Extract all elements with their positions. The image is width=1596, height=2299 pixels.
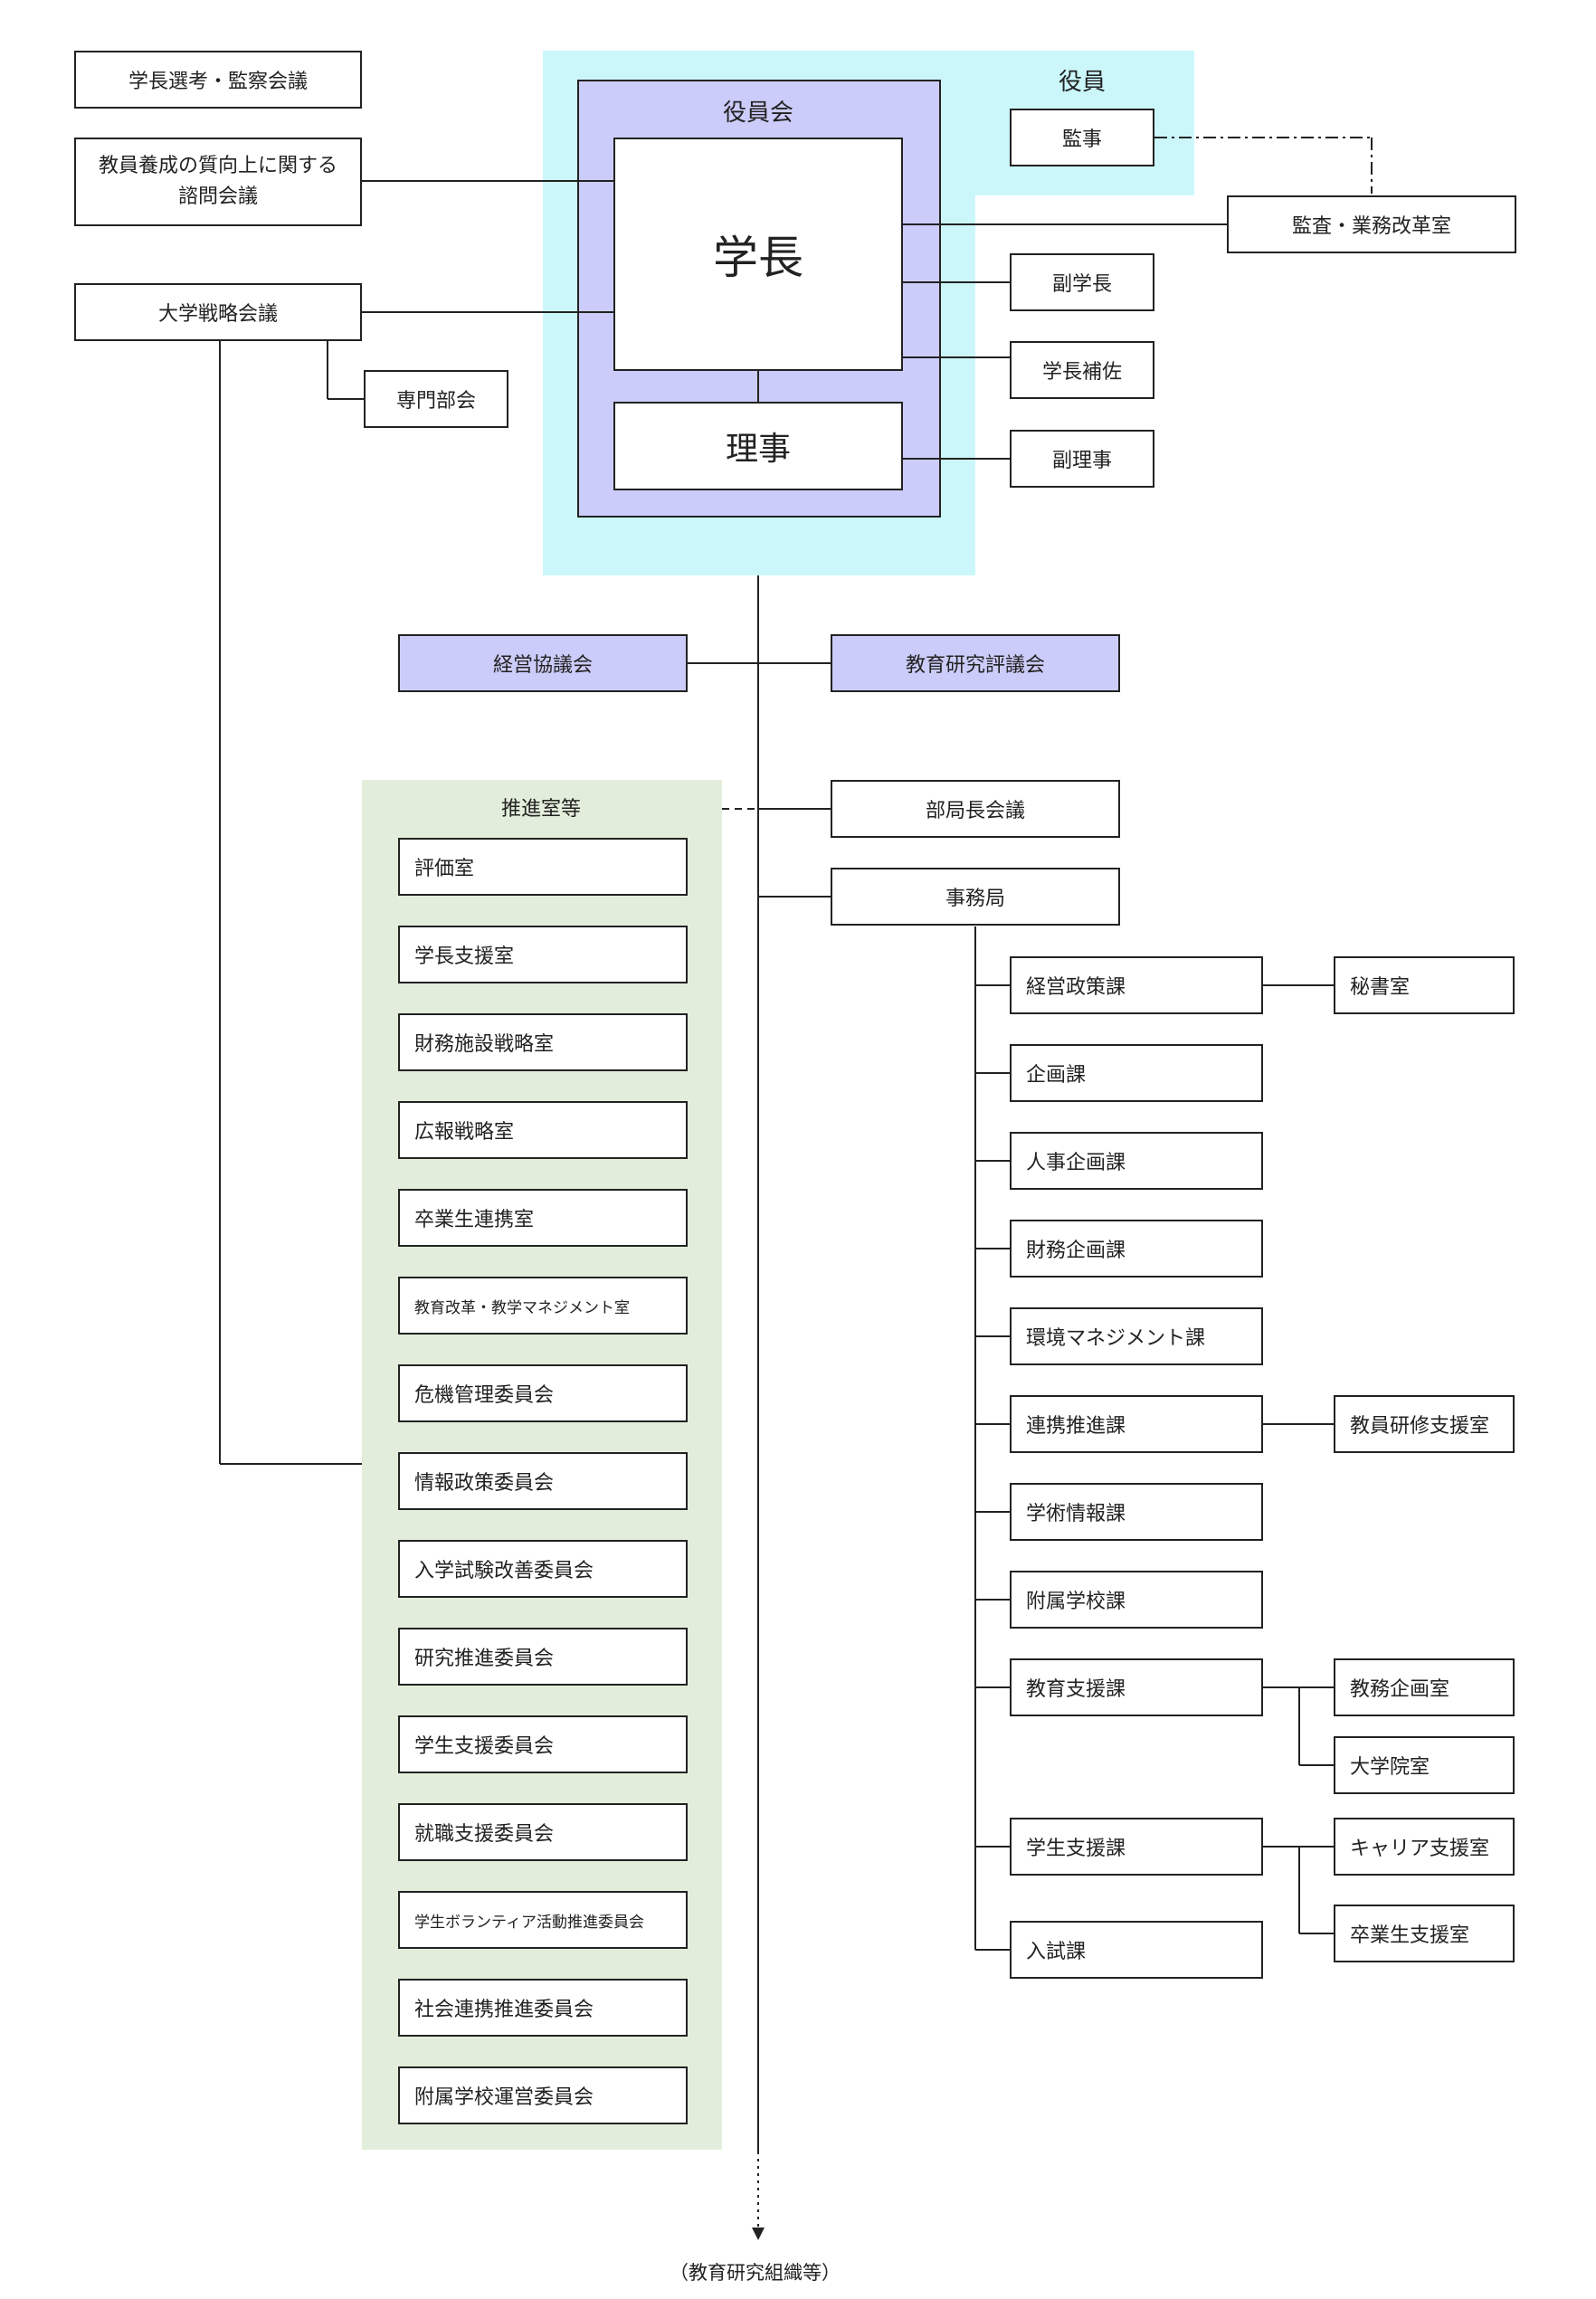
promotion-item[interactable]: 危機管理委員会	[398, 1364, 688, 1422]
division-item[interactable]: 経営政策課	[1010, 956, 1263, 1014]
division-item[interactable]: 環境マネジメント課	[1010, 1307, 1263, 1365]
promotion-item[interactable]: 学生支援委員会	[398, 1715, 688, 1773]
vice-director-box[interactable]: 副理事	[1010, 430, 1154, 488]
division-item[interactable]: 連携推進課	[1010, 1395, 1263, 1453]
career-support-office-box[interactable]: キャリア支援室	[1334, 1818, 1515, 1876]
strategy-council-box[interactable]: 大学戦略会議	[74, 283, 362, 341]
secretariat-box[interactable]: 事務局	[831, 868, 1120, 926]
promotion-item[interactable]: 評価室	[398, 838, 688, 896]
promotion-item[interactable]: 学生ボランティア活動推進委員会	[398, 1891, 688, 1949]
promotion-item[interactable]: 就職支援委員会	[398, 1803, 688, 1861]
promotion-item[interactable]: 入学試験改善委員会	[398, 1540, 688, 1598]
promotion-item[interactable]: 財務施設戦略室	[398, 1013, 688, 1071]
academic-planning-office-box[interactable]: 教務企画室	[1334, 1658, 1515, 1716]
division-item[interactable]: 教育支援課	[1010, 1658, 1263, 1716]
vice-president-box[interactable]: 副学長	[1010, 253, 1154, 311]
division-item[interactable]: 人事企画課	[1010, 1132, 1263, 1190]
promotion-item[interactable]: 情報政策委員会	[398, 1452, 688, 1510]
footer-note: （教育研究組織等）	[670, 2262, 841, 2284]
promotion-item[interactable]: 附属学校運営委員会	[398, 2066, 688, 2124]
division-item[interactable]: 財務企画課	[1010, 1220, 1263, 1278]
education-research-council-box[interactable]: 教育研究評議会	[831, 634, 1120, 692]
audit-office-box[interactable]: 監査・業務改革室	[1227, 195, 1516, 253]
expert-subcommittee-box[interactable]: 専門部会	[364, 370, 508, 428]
division-item[interactable]: 学術情報課	[1010, 1483, 1263, 1541]
promotion-item[interactable]: 学長支援室	[398, 926, 688, 983]
promotion-item[interactable]: 社会連携推進委員会	[398, 1979, 688, 2037]
division-item[interactable]: 附属学校課	[1010, 1571, 1263, 1629]
division-item[interactable]: 企画課	[1010, 1044, 1263, 1102]
promotion-item[interactable]: 卒業生連携室	[398, 1189, 688, 1247]
division-item[interactable]: 入試課	[1010, 1921, 1263, 1979]
assistant-president-box[interactable]: 学長補佐	[1010, 341, 1154, 399]
promotion-item[interactable]: 教育改革・教学マネジメント室	[398, 1277, 688, 1335]
promotion-label: 推進室等	[501, 798, 582, 821]
faculty-training-office-box[interactable]: 教員研修支援室	[1334, 1395, 1515, 1453]
board-label: 役員会	[723, 100, 794, 127]
officers-label: 役員	[1059, 69, 1107, 96]
division-item[interactable]: 学生支援課	[1010, 1818, 1263, 1876]
auditor-box[interactable]: 監事	[1010, 109, 1154, 166]
selection-council-box[interactable]: 学長選考・監察会議	[74, 51, 362, 109]
directors-box[interactable]: 理事	[613, 402, 903, 490]
teacher-training-council-box[interactable]: 教員養成の質向上に関する 諮問会議	[74, 138, 362, 226]
alumni-support-office-box[interactable]: 卒業生支援室	[1334, 1905, 1515, 1962]
promotion-item[interactable]: 研究推進委員会	[398, 1628, 688, 1686]
president-box[interactable]: 学長	[613, 138, 903, 371]
dept-heads-meeting-box[interactable]: 部局長会議	[831, 780, 1120, 838]
management-council-box[interactable]: 経営協議会	[398, 634, 688, 692]
promotion-item[interactable]: 広報戦略室	[398, 1101, 688, 1159]
graduate-school-office-box[interactable]: 大学院室	[1334, 1736, 1515, 1794]
secretary-office-box[interactable]: 秘書室	[1334, 956, 1515, 1014]
